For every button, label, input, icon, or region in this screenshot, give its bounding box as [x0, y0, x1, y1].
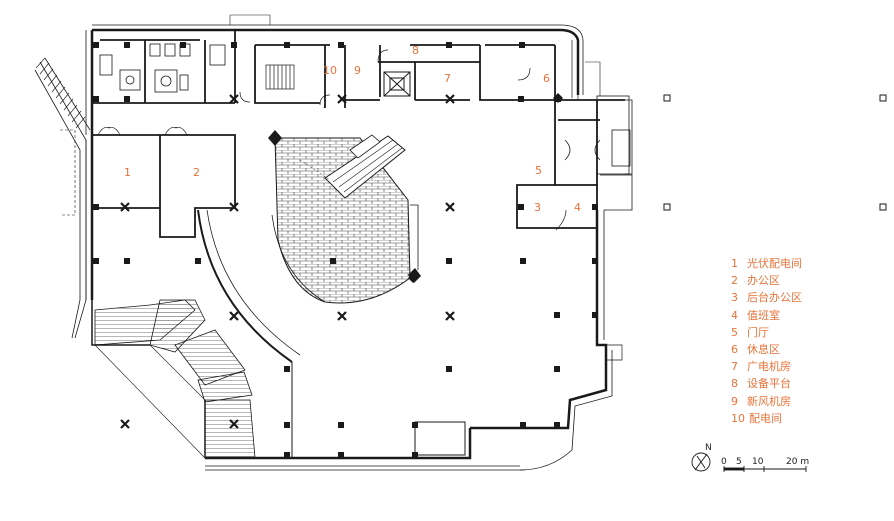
elevator-shaft [383, 71, 411, 97]
lower-recess [414, 421, 466, 456]
legend-item: 3 后台办公区 [731, 289, 881, 306]
curved-wall [197, 209, 301, 458]
scale-tick-5: 5 [736, 457, 742, 467]
legend-name: 后台办公区 [747, 291, 802, 305]
legend-name: 新风机房 [747, 394, 791, 408]
room-legend: 1 光伏配电间 2 办公区 3 后台办公区 4 值班室 5 门厅 6 休息区 7 广电机房 8… [731, 255, 881, 427]
legend-num: 3 [731, 291, 738, 305]
legend-name: 门厅 [747, 325, 769, 339]
brick-feature [268, 130, 421, 304]
legend-item: 8 设备平台 [731, 375, 881, 392]
north-label: N [705, 443, 712, 453]
legend-num: 7 [731, 360, 738, 374]
upper-stair [265, 64, 295, 90]
room-label-5: 5 [535, 164, 542, 177]
room-label-4: 4 [574, 201, 581, 214]
scale-bar [723, 466, 807, 472]
room-label-8: 8 [412, 44, 419, 57]
legend-name: 休息区 [747, 343, 780, 357]
legend-item: 1 光伏配电间 [731, 255, 881, 272]
grid-markers [663, 94, 887, 211]
room-label-1: 1 [124, 166, 131, 179]
legend-name: 办公区 [747, 274, 780, 288]
room-number-labels: 1 2 3 4 5 6 7 8 9 10 [124, 44, 581, 214]
toilet-fixtures [99, 43, 226, 93]
legend-num: 1 [731, 257, 738, 270]
grand-stair [94, 299, 256, 459]
room-label-9: 9 [354, 64, 361, 77]
legend-num: 4 [731, 308, 738, 322]
legend-item: 5 门厅 [731, 324, 881, 341]
legend-item: 4 值班室 [731, 307, 881, 324]
central-stair [299, 134, 406, 199]
scale-tick-10: 10 [752, 457, 764, 467]
room-label-2: 2 [193, 166, 200, 179]
legend-num: 10 [731, 411, 745, 425]
legend-name: 设备平台 [747, 377, 791, 391]
legend-name: 值班室 [747, 308, 780, 322]
legend-num: 5 [731, 325, 738, 339]
legend-item: 10 配电间 [731, 410, 881, 427]
legend-num: 2 [731, 274, 738, 288]
columns [93, 42, 598, 458]
legend-item: 9 新风机房 [731, 393, 881, 410]
legend-name: 配电间 [749, 411, 782, 425]
room-label-6: 6 [543, 72, 550, 85]
legend-num: 8 [731, 377, 738, 391]
legend-item: 2 办公区 [731, 272, 881, 289]
entrance-vestibule [564, 95, 633, 211]
scale-tick-0: 0 [721, 457, 727, 467]
legend-name: 广电机房 [747, 360, 791, 374]
left-ramp [34, 57, 91, 339]
legend-num: 9 [731, 394, 738, 408]
legend-name: 光伏配电间 [747, 257, 802, 270]
legend-item: 6 休息区 [731, 341, 881, 358]
scale-tick-20: 20 m [786, 457, 809, 467]
room-label-10: 10 [323, 64, 337, 77]
room-label-7: 7 [444, 72, 451, 85]
legend-num: 6 [731, 343, 738, 357]
roof-outline [229, 14, 601, 96]
north-arrow [691, 452, 711, 472]
diamond-markers [408, 93, 563, 283]
door-swings [97, 49, 567, 231]
room-label-3: 3 [534, 201, 541, 214]
office-rooms [92, 134, 236, 238]
legend-item: 7 广电机房 [731, 358, 881, 375]
right-railing [571, 40, 623, 361]
column-markers [120, 94, 455, 429]
